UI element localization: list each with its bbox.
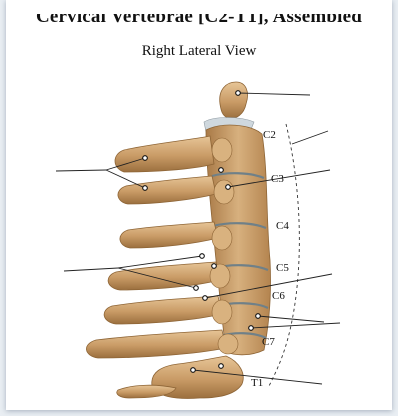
lordosis-dashed-curve (268, 124, 299, 388)
c5-posterior-arch (108, 262, 220, 290)
label-c2: C2 (263, 129, 276, 141)
label-c3: C3 (271, 173, 284, 185)
c4-posterior-arch (120, 222, 218, 248)
c3-posterior-arch (118, 176, 216, 204)
label-c4: C4 (276, 220, 289, 232)
c2-posterior-arch (115, 136, 214, 172)
dens-of-c2 (204, 82, 254, 132)
label-c7: C7 (262, 336, 275, 348)
label-t1: T1 (251, 377, 263, 389)
c7-posterior-arch (86, 330, 226, 358)
label-c6: C6 (272, 290, 285, 302)
t1-vertebra (117, 356, 243, 399)
label-c5: C5 (276, 262, 289, 274)
